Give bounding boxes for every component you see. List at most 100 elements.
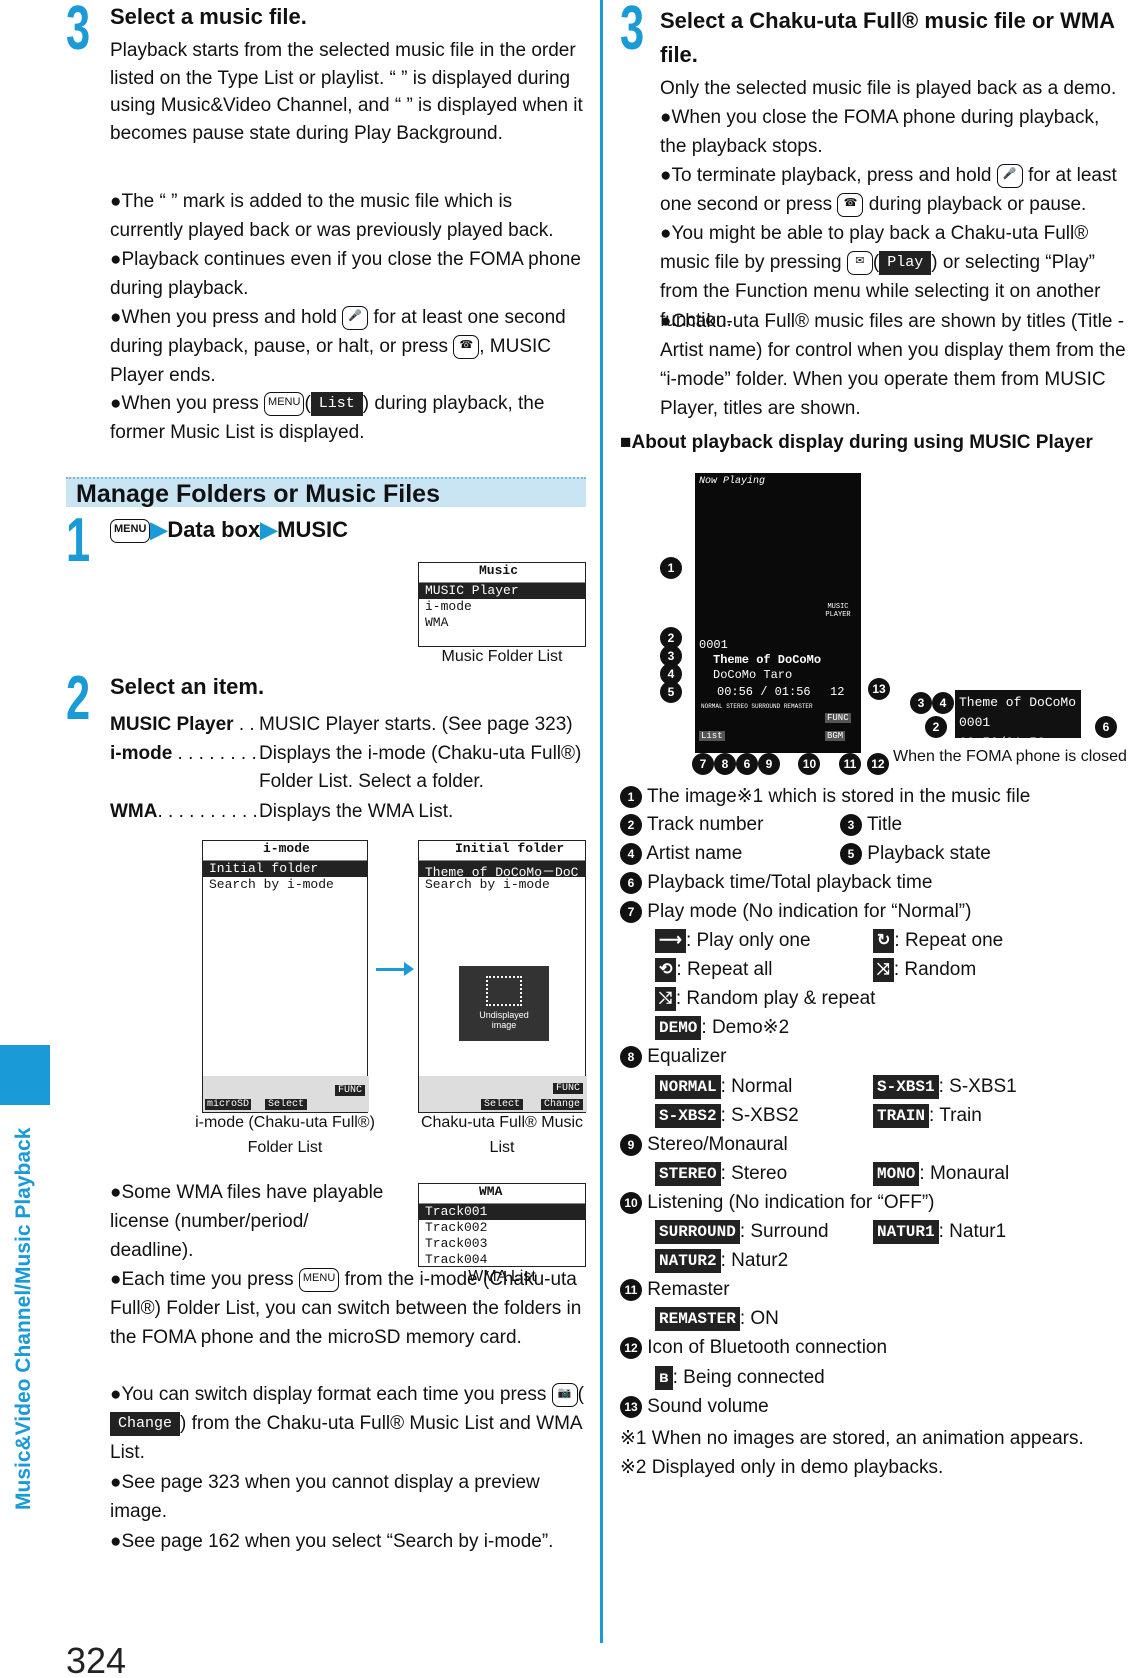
legend-item: 4 Artist name [620,840,742,867]
list-item[interactable]: Search by i-mode [425,877,550,892]
softkey-right[interactable]: FUNC [552,1083,583,1094]
listen-row: NATUR1: Natur1 [873,1218,1006,1245]
list-item[interactable]: Track002 [425,1220,488,1235]
repeat-all-icon: ⟲ [655,957,677,982]
bullet: ●When you press and hold 🎤 for at least … [110,303,590,390]
legend-item: 6 Playback time/Total playback time [620,869,932,896]
mode-row: ⟲: Repeat all [655,956,773,983]
demo-icon: DEMO [655,1015,702,1040]
eq-sxbs2-icon: S-XBS2 [655,1103,721,1128]
playback-time: 00:56 / 01:56 [717,685,811,699]
callout: 3 [660,645,682,667]
change-softkey: Change [110,1411,181,1436]
softkey-left[interactable]: microSD [205,1099,252,1110]
repeat-one-icon: ↻ [873,928,895,953]
list-item[interactable]: MUSIC Player [419,583,585,599]
legend-item: 13 Sound volume [620,1393,769,1420]
legend-item: 9 Stereo/Monaural [620,1131,788,1158]
list-item[interactable]: i-mode [425,599,472,614]
stereo-row: MONO: Monaural [873,1160,1009,1187]
callout: 6 [1095,716,1117,738]
callout: 4 [660,663,682,685]
list-item[interactable]: WMA [425,615,449,630]
list-softkey: List [310,391,363,416]
list-item[interactable]: Search by i-mode [209,877,334,892]
page-number: 324 [66,1640,127,1678]
mode-row: ↻: Repeat one [873,927,1003,954]
closed-title: Theme of DoCoMo [959,695,1077,710]
remaster-icon: REMASTER [655,1306,740,1331]
screen-title: i-mode [203,841,367,861]
list-item[interactable]: Theme of DoCoMo－DoC [419,861,585,877]
list-item[interactable]: Initial folder [203,861,367,877]
surround-icon: SURROUND [655,1219,740,1244]
list-item[interactable]: Track001 [419,1204,585,1220]
bullet: ●See page 162 when you select “Search by… [110,1531,554,1552]
natur2-icon: NATUR2 [655,1248,721,1273]
step-title: Select a music file. [110,4,307,29]
random-icon: ⤨ [873,957,894,982]
step-title: MENU▶Data box▶MUSIC [110,517,348,544]
legend-item: 3 Title [840,811,902,838]
power-key-icon: ☎ [837,192,864,217]
footnote: ※2 Displayed only in demo playbacks. [620,1457,944,1478]
step-number: 2 [66,664,91,733]
menu-key-icon: MENU [298,1267,340,1292]
mode-row: ⟶: Play only one [655,927,811,954]
paragraph: Only the selected music file is played b… [660,78,1117,99]
item-desc: MUSIC Player starts. (See page 323) [259,714,573,735]
bullet: ●Playback continues even if you close th… [110,249,581,299]
softkey-right[interactable]: FUNC [334,1085,365,1096]
bullet-text: , MUSIC Player ends. [110,336,552,386]
screen-caption: WMA List [468,1268,536,1285]
list-item[interactable]: Track004 [425,1252,488,1267]
eq-normal-icon: NORMAL [655,1074,721,1099]
screen-title: WMA [419,1184,585,1204]
softkey-list[interactable]: List [699,731,725,741]
menu-key-icon: MENU [264,391,305,416]
screen-caption: When the FOMA phone is closed [893,748,1127,765]
bullet: ●Chaku-uta Full® music files are shown b… [660,311,1126,419]
mono-icon: MONO [873,1161,920,1186]
chaku-list-screen: Initial folder Theme of DoCoMo－DoC Searc… [418,840,587,1113]
bullet: ●You can switch display format each time… [110,1382,584,1463]
side-tab-marker [0,1045,50,1105]
callout: 13 [868,678,890,700]
item-row: i-mode . . . . . . . . [110,743,257,764]
eq-row: TRAIN: Train [873,1102,982,1129]
eq-sxbs1-icon: S-XBS1 [873,1074,939,1099]
legend-item: 12 Icon of Bluetooth connection [620,1334,887,1361]
bullet: ●The “ ” mark is added to the music file… [110,191,554,241]
legend-item: 8 Equalizer [620,1043,727,1070]
eq-row: S-XBS2: S-XBS2 [655,1102,799,1129]
play-softkey: Play [879,250,932,275]
mode-row: ⤨: Random [873,956,976,983]
softkey-func[interactable]: FUNC [825,713,851,723]
play-one-icon: ⟶ [655,928,686,953]
listen-row: NATUR2: Natur2 [655,1247,788,1274]
bt-row: ʙ: Being connected [655,1364,825,1391]
bullet-text: from the Chaku-uta Full® Music List and … [110,1413,582,1463]
screen-title: Music [419,563,585,583]
bullet: ●When you press MENU(List) during playba… [110,391,545,443]
mode-row: ⤭: Random play & repeat [655,985,875,1012]
softkey-mid[interactable]: Select [265,1099,308,1110]
section-title: Manage Folders or Music Files [76,480,440,508]
column-divider [600,0,603,1643]
side-key-icon: 🎤 [342,305,369,330]
stereo-row: STEREO: Stereo [655,1160,787,1187]
item-row: MUSIC Player . . [110,714,255,735]
wma-screen: WMA Track001 Track002 Track003 Track004 [418,1183,586,1267]
bullet: ●Some WMA files have playable license (n… [110,1182,384,1261]
closed-screen: Theme of DoCoMo 0001 00:56/01:56 [955,690,1081,750]
softkey-bgm[interactable]: BGM [825,731,846,741]
callout: 2 [925,716,947,738]
softkey-mid[interactable]: Select [481,1099,524,1110]
step-title: Select an item. [110,674,265,699]
list-item[interactable]: Track003 [425,1236,488,1251]
screen-caption: List [489,1139,515,1156]
random-repeat-icon: ⤭ [655,986,676,1011]
softkey-change[interactable]: Change [540,1099,583,1110]
paragraph: Playback starts from the selected music … [110,40,583,144]
